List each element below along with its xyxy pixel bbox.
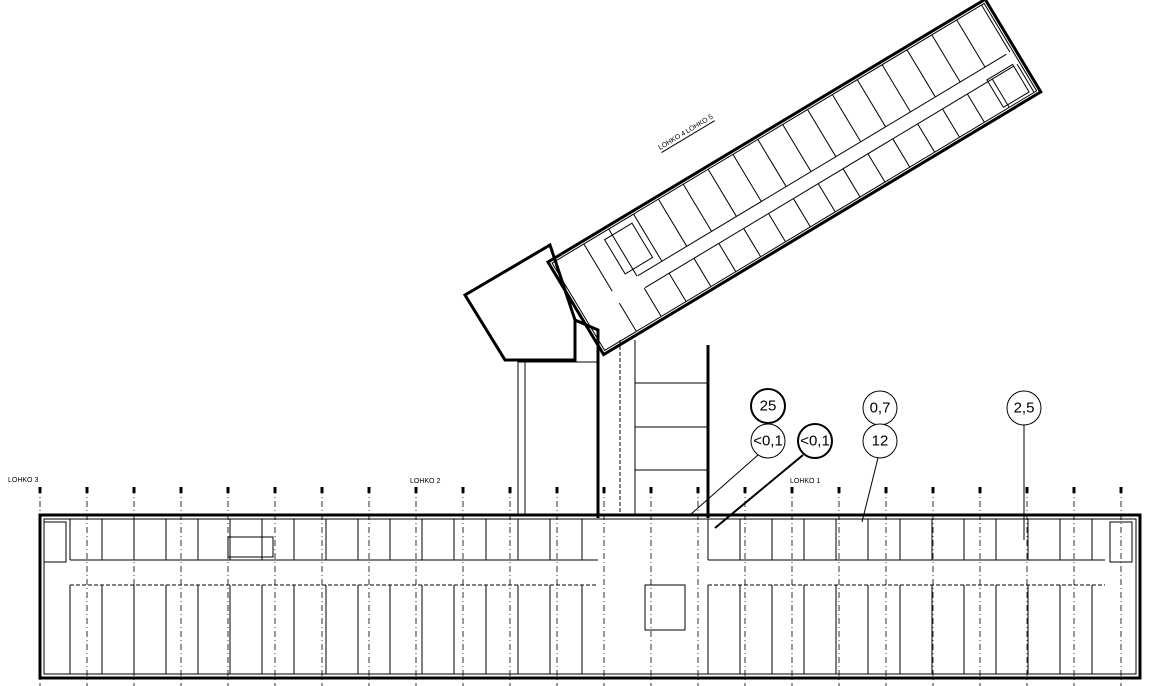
- grid-axis-marker: [38, 487, 42, 493]
- room-wall: [981, 4, 1011, 53]
- room-wall: [743, 228, 762, 257]
- room-wall: [892, 138, 911, 168]
- room-wall: [707, 169, 737, 217]
- room-wall: [831, 94, 862, 143]
- block-label-wing-left: LOHKO 4: [657, 130, 687, 152]
- main-building: [38, 513, 1142, 680]
- callout-text: <0,1: [753, 433, 783, 450]
- room-wall: [817, 183, 836, 213]
- grid-axis-marker: [837, 487, 841, 493]
- room-wall: [906, 49, 936, 98]
- room-wall: [792, 198, 811, 228]
- room-wall: [1016, 63, 1035, 93]
- grid-axis-marker: [320, 487, 324, 493]
- grid-axis-marker: [1119, 487, 1123, 493]
- wing-end-room: [462, 242, 577, 362]
- grid-axis-marker: [649, 487, 653, 493]
- room-wall: [942, 108, 960, 138]
- shaft: [227, 536, 274, 558]
- grid-axis-marker: [602, 487, 606, 493]
- grid-axis-marker: [132, 487, 136, 493]
- room-wall: [583, 243, 613, 292]
- central-stem: [517, 318, 710, 518]
- room-wall: [718, 243, 737, 272]
- room-wall: [768, 213, 786, 243]
- grid-axis-marker: [1072, 487, 1076, 493]
- callout-circle: [797, 423, 833, 459]
- grid-axis-marker: [461, 487, 465, 493]
- callout-text: 0,7: [870, 400, 891, 417]
- angled-wing: [545, 0, 1043, 357]
- grid-axis-marker: [1025, 487, 1029, 493]
- room-wall: [917, 123, 936, 153]
- grid-axis-marker: [367, 487, 371, 493]
- room-wall: [966, 93, 985, 123]
- room-wall: [931, 34, 961, 83]
- grid-axis-marker: [978, 487, 982, 493]
- block-label-wing-right: LOHKO 5: [685, 114, 715, 136]
- room-wall: [608, 228, 638, 277]
- room-wall: [682, 183, 713, 232]
- grid-axis-marker: [414, 487, 418, 493]
- grid-axes: [38, 487, 1123, 686]
- callout-text: <0,1: [800, 433, 830, 450]
- grid-axis-marker: [696, 487, 700, 493]
- room-wall: [867, 153, 886, 183]
- room-wall: [991, 78, 1010, 108]
- grid-axis-marker: [226, 487, 230, 493]
- grid-axis-marker: [743, 487, 747, 493]
- block-label-3: LOHKO 3: [8, 477, 38, 484]
- callout-text: 25: [760, 398, 777, 415]
- grid-axis-marker: [884, 487, 888, 493]
- room-wall: [732, 154, 762, 202]
- grid-axis-marker: [555, 487, 559, 493]
- grid-axis-marker: [508, 487, 512, 493]
- block-label-1: LOHKO 1: [790, 478, 820, 485]
- callout-circle: [750, 388, 786, 424]
- room-wall: [657, 198, 688, 247]
- measurement-callouts: 25 <0,1 <0,1 0,7 12 2,5: [689, 388, 1042, 540]
- room-wall: [956, 19, 986, 68]
- room-wall: [633, 213, 663, 262]
- room-wall: [757, 139, 787, 187]
- room-wall: [618, 302, 637, 332]
- grid-axis-marker: [931, 487, 935, 493]
- grid-axis-marker: [85, 487, 89, 493]
- room-wall: [693, 258, 712, 287]
- callout-circle: [750, 423, 786, 459]
- callout-circle: [862, 423, 898, 459]
- callout-text: 12: [872, 433, 889, 450]
- room-wall: [842, 168, 861, 198]
- grid-axis-marker: [790, 487, 794, 493]
- grid-axis-marker: [179, 487, 183, 493]
- block-labels: LOHKO 3 LOHKO 2 LOHKO 1 LOHKO 4 LOHKO 5: [8, 114, 820, 485]
- room-wall: [782, 124, 812, 172]
- room-wall: [881, 64, 911, 113]
- room-wall: [807, 109, 837, 157]
- block-label-2: LOHKO 2: [410, 478, 440, 485]
- room-wall: [856, 79, 887, 128]
- callout-circle: [1006, 390, 1042, 426]
- room-wall: [668, 272, 687, 302]
- room-wall: [643, 287, 662, 317]
- callout-text: 2,5: [1014, 400, 1035, 417]
- grid-axis-marker: [273, 487, 277, 493]
